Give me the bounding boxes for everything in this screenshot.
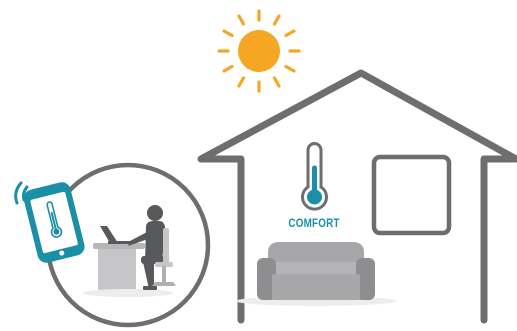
window-icon (374, 157, 449, 233)
comfort-label: COMFORT (286, 218, 343, 230)
thermometer-icon (303, 144, 327, 210)
sun-icon (219, 11, 299, 91)
sofa-icon (257, 242, 375, 300)
